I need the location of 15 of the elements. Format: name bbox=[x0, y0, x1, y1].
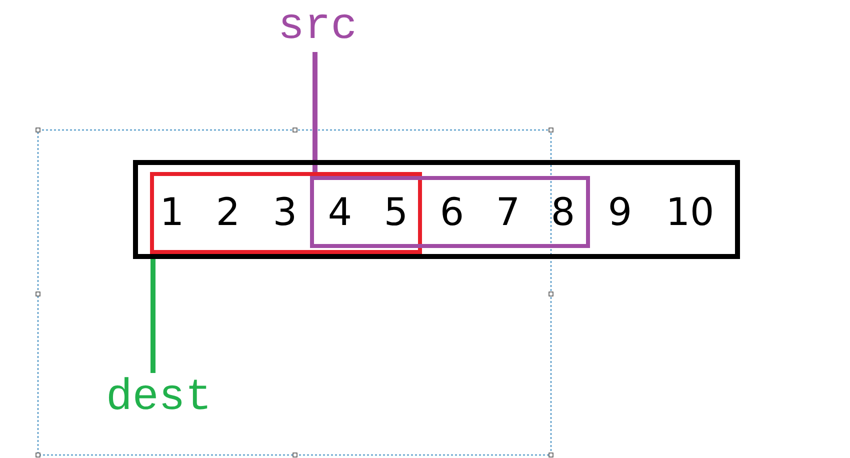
array-value: 3 bbox=[272, 192, 298, 232]
array-value: 1 bbox=[158, 192, 186, 232]
array-value: 10 bbox=[664, 192, 716, 232]
array-value: 8 bbox=[550, 192, 576, 232]
array-value: 5 bbox=[382, 192, 410, 232]
array-value: 7 bbox=[494, 192, 522, 232]
array-value: 2 bbox=[214, 192, 242, 232]
highlight-frame bbox=[150, 172, 422, 254]
array-value: 6 bbox=[438, 192, 466, 232]
node-label: dest bbox=[106, 376, 222, 420]
node-label: src bbox=[278, 5, 368, 49]
array-box bbox=[133, 160, 740, 259]
array-value: 9 bbox=[606, 192, 634, 232]
array-value: 4 bbox=[326, 192, 354, 232]
highlight-frame bbox=[310, 176, 590, 248]
